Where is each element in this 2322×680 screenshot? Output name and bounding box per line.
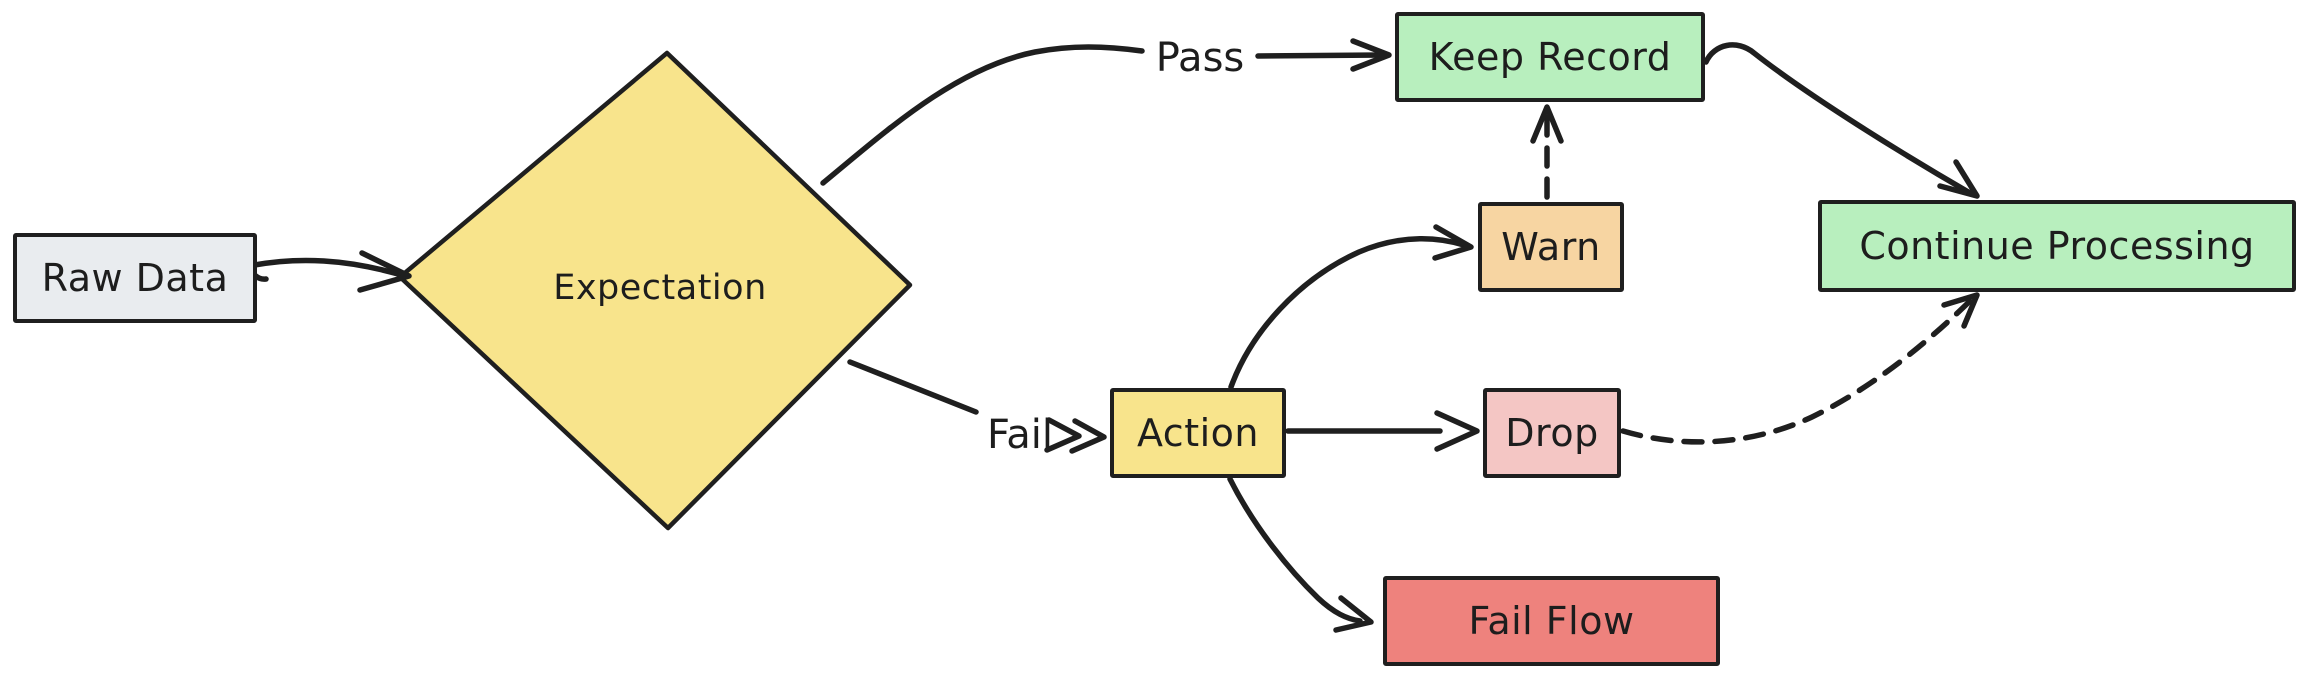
arrowhead-warn (1432, 224, 1474, 261)
node-drop-label: Drop (1505, 411, 1599, 455)
node-action: Action (1110, 388, 1286, 478)
edge-action-to-warn (1228, 236, 1467, 390)
node-drop: Drop (1483, 388, 1621, 478)
arrowhead-keep-record-bottom (1530, 104, 1564, 144)
edge-action-to-fail-flow (1227, 476, 1363, 624)
node-expectation-label: Expectation (553, 268, 767, 308)
arrowhead-continue-bottom (1941, 292, 1980, 329)
arrowhead-drop (1434, 410, 1480, 452)
arrowhead-action (1069, 418, 1107, 454)
node-action-label: Action (1136, 411, 1259, 455)
edge-label-fail: Fail (986, 411, 1054, 458)
edge-drop-to-continue-dashed (1620, 298, 1973, 445)
node-keep-record-label: Keep Record (1428, 35, 1672, 79)
edge-label-pass: Pass (1155, 34, 1245, 81)
edge-raw-data-to-expectation (246, 257, 401, 277)
arrowhead-keep-record (1350, 38, 1392, 72)
edge-pass-label-to-keep-record (1255, 52, 1387, 59)
node-expectation: Expectation (440, 262, 880, 314)
node-raw-data-label: Raw Data (41, 256, 229, 300)
node-raw-data: Raw Data (13, 233, 257, 323)
node-continue-processing-label: Continue Processing (1859, 224, 2255, 268)
arrowhead-expectation (357, 250, 412, 293)
arrowhead-action-inner (1044, 417, 1082, 453)
node-continue-processing: Continue Processing (1818, 200, 2296, 292)
expectation-diamond-shape (397, 50, 913, 531)
edge-keep-record-to-continue (1703, 42, 1973, 196)
node-fail-flow-label: Fail Flow (1468, 599, 1635, 643)
edge-expectation-to-fail-label (847, 359, 979, 415)
node-keep-record: Keep Record (1395, 12, 1705, 102)
edge-expectation-to-pass-label (820, 44, 1145, 186)
arrowhead-fail-flow (1333, 595, 1374, 633)
node-fail-flow: Fail Flow (1383, 576, 1720, 666)
node-warn-label: Warn (1501, 225, 1601, 269)
arrowhead-continue-top (1937, 159, 1980, 199)
node-warn: Warn (1478, 202, 1624, 292)
